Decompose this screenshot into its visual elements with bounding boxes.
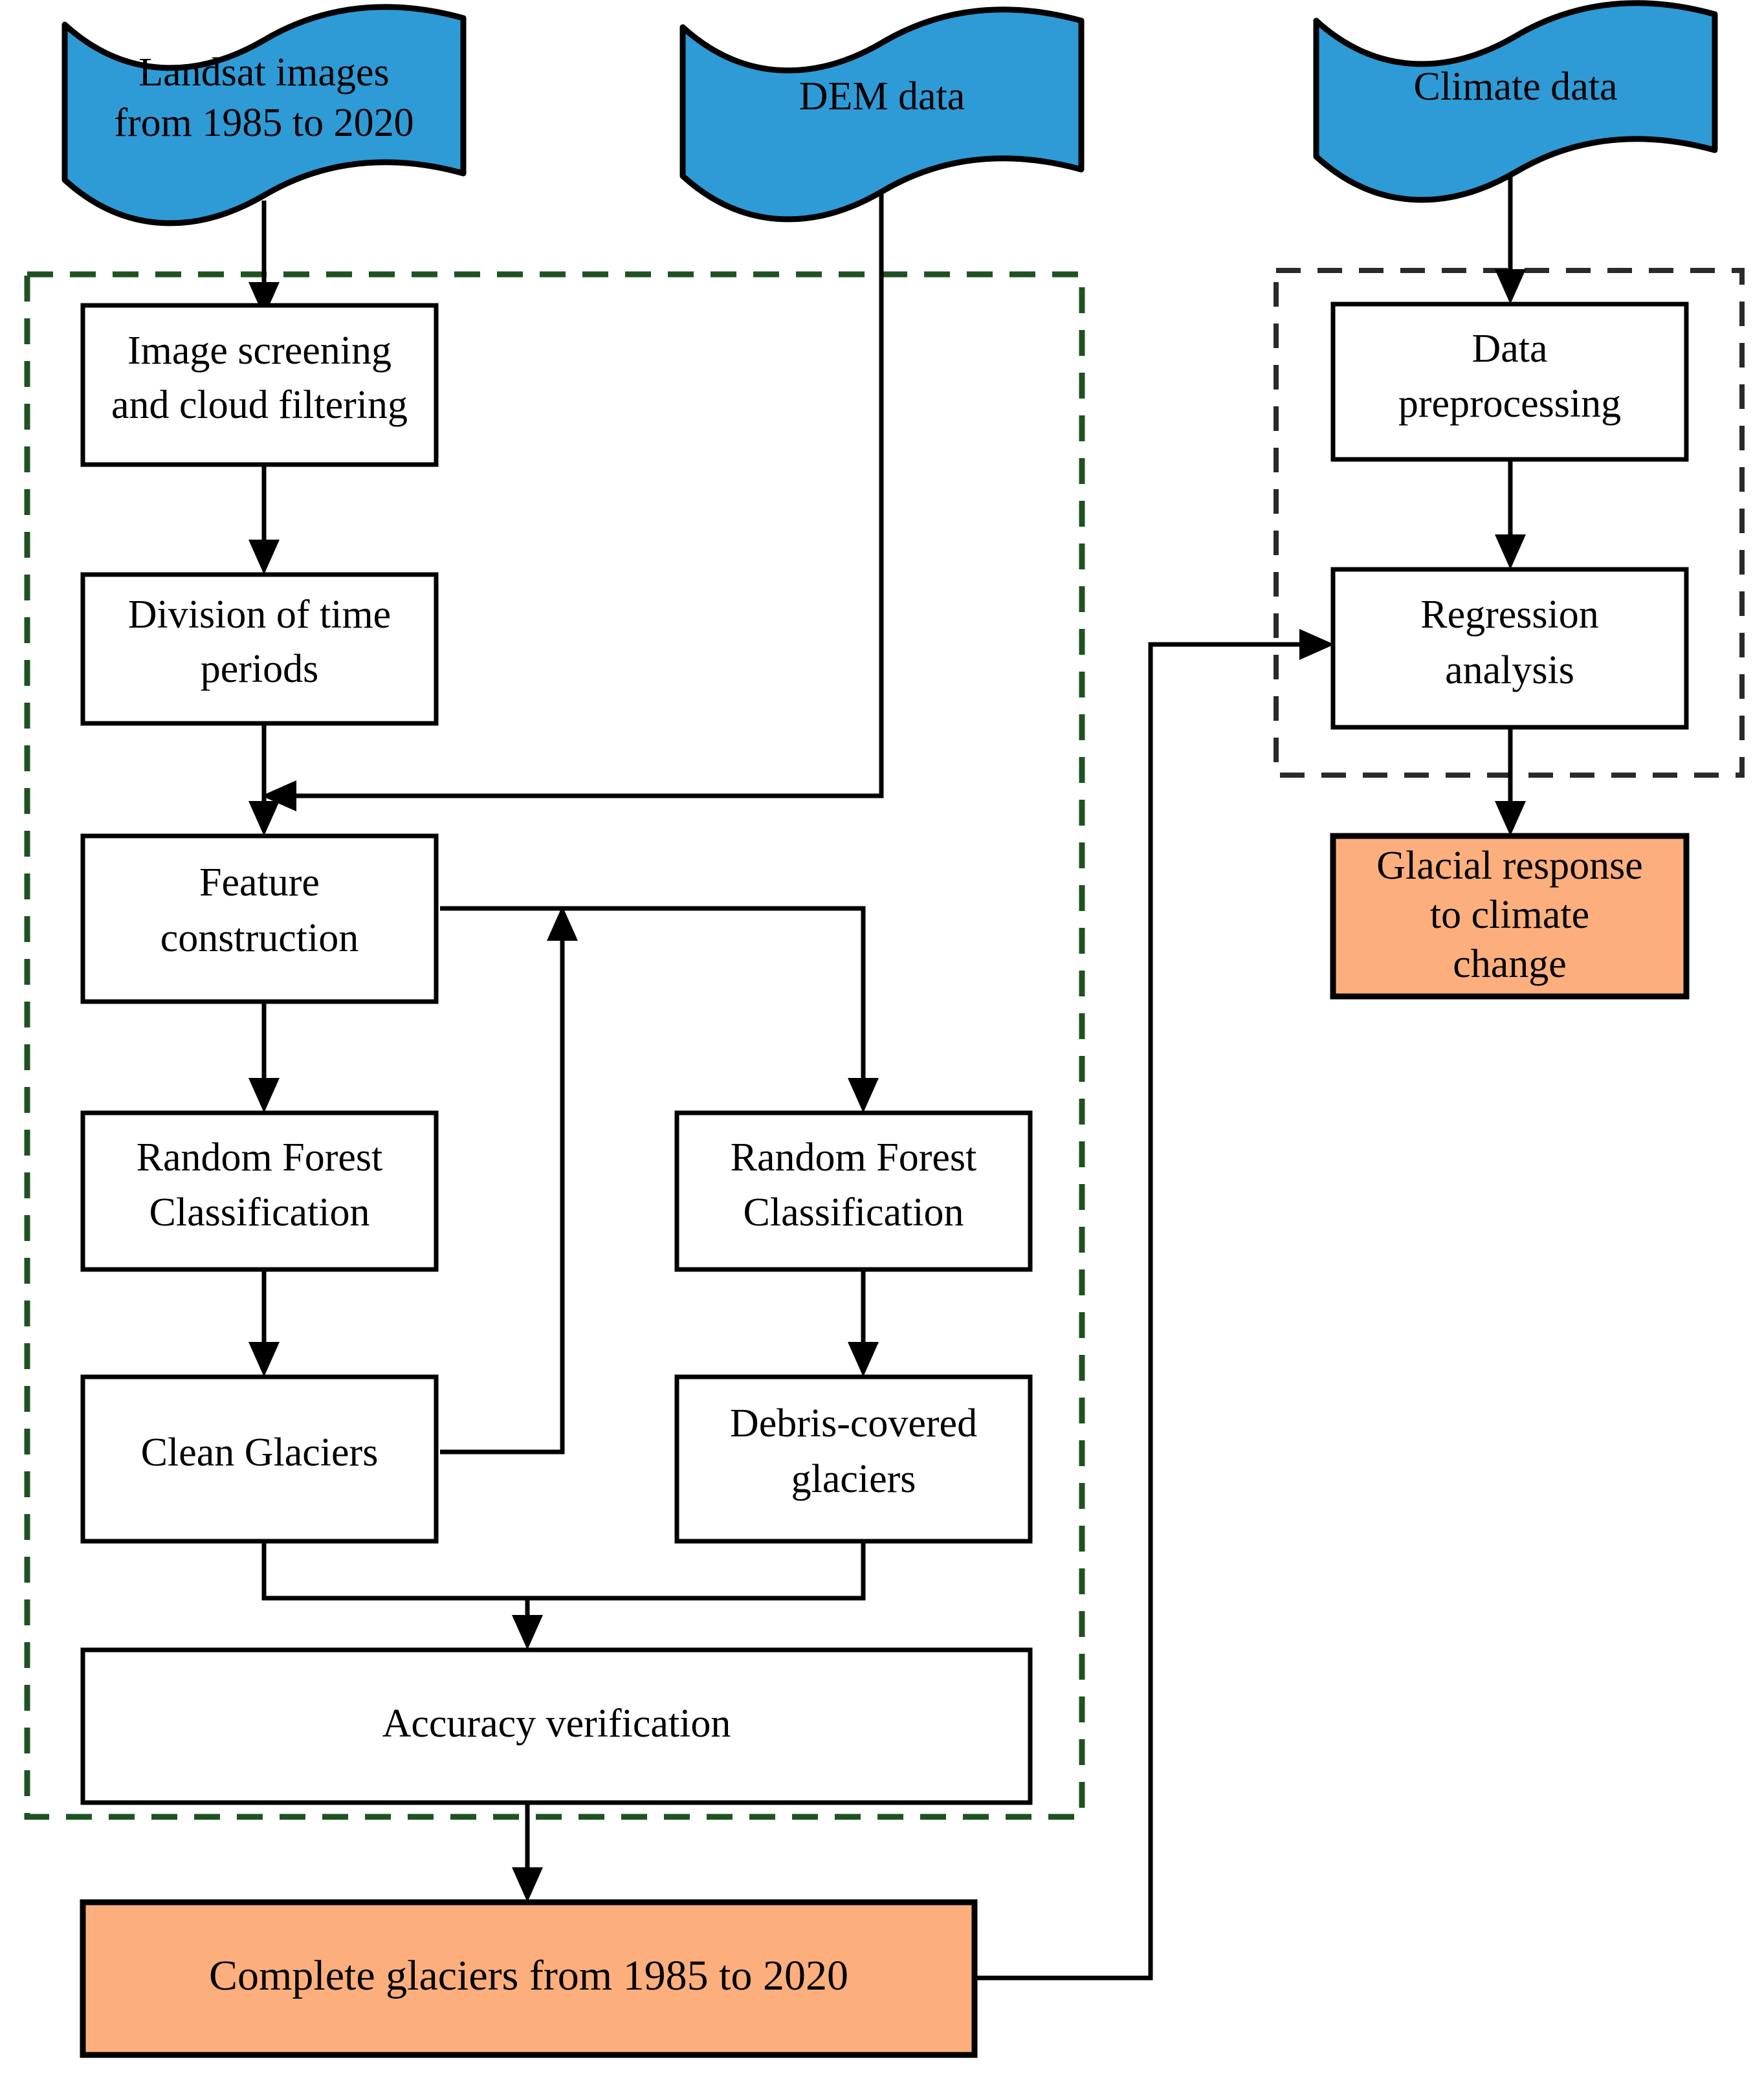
- process-rf-debris-line2: Classification: [744, 1191, 964, 1235]
- edge-landsat-to-screening: [248, 201, 280, 317]
- edge-clean-to-accuracy: [261, 1541, 527, 1601]
- process-time-periods-line2: periods: [201, 647, 319, 691]
- edge-rf-clean-to-clean: [248, 1269, 280, 1377]
- edge-preprocess-to-regression: [1495, 459, 1526, 569]
- process-box-division-of-time-periods[interactable]: Division of time periods: [80, 572, 439, 726]
- banner-climate-line1: Climate data: [1413, 65, 1617, 109]
- edge-rf-debris-to-debris: [848, 1269, 879, 1377]
- process-box-accuracy-verification[interactable]: Accuracy verification: [80, 1647, 1033, 1805]
- process-feature-construction-line1: Feature: [199, 861, 320, 905]
- edge-regression-to-glacial-response: [1495, 727, 1526, 836]
- process-image-screening-line1: Image screening: [127, 329, 391, 373]
- process-accuracy-verification-line1: Accuracy verification: [382, 1702, 731, 1746]
- edge-accuracy-to-complete-glaciers: [512, 1803, 543, 1902]
- banner-dem-line1: DEM data: [799, 74, 965, 118]
- edge-screening-to-periods: [248, 465, 280, 575]
- process-box-feature-construction[interactable]: Feature construction: [80, 833, 439, 1004]
- process-box-regression-analysis[interactable]: Regression analysis: [1330, 567, 1689, 730]
- process-data-preprocessing-line2: preprocessing: [1398, 382, 1621, 426]
- process-data-preprocessing-line1: Data: [1472, 327, 1547, 371]
- process-time-periods-line1: Division of time: [128, 593, 391, 637]
- edge-debris-to-accuracy: [527, 1541, 866, 1601]
- process-image-screening-line2: and cloud filtering: [111, 383, 408, 427]
- result-box-complete-glaciers[interactable]: Complete glaciers from 1985 to 2020: [80, 1899, 978, 2058]
- process-debris-glaciers-line1: Debris-covered: [730, 1401, 977, 1445]
- result-complete-glaciers-line1: Complete glaciers from 1985 to 2020: [209, 1952, 848, 1999]
- edge-features-to-rf-clean: [248, 1002, 280, 1113]
- glacier-mapping-group-boundary: [24, 271, 1085, 1820]
- process-clean-glaciers-line1: Clean Glaciers: [141, 1431, 379, 1475]
- process-box-random-forest-clean[interactable]: Random Forest Classification: [80, 1110, 439, 1272]
- result-glacial-response-line2: to climate: [1430, 893, 1589, 937]
- process-rf-clean-line2: Classification: [149, 1191, 370, 1235]
- edge-periods-to-features: [248, 723, 280, 836]
- process-regression-analysis-line1: Regression: [1420, 593, 1599, 637]
- process-box-clean-glaciers[interactable]: Clean Glaciers: [80, 1374, 439, 1544]
- banner-landsat-line2: from 1985 to 2020: [114, 101, 413, 145]
- edge-climate-to-preprocess: [1495, 175, 1526, 304]
- edge-clean-to-features-feedback: [440, 906, 578, 1455]
- process-box-random-forest-debris[interactable]: Random Forest Classification: [674, 1110, 1033, 1272]
- input-banner-climate[interactable]: Climate data: [1313, 0, 1718, 203]
- input-banner-dem[interactable]: DEM data: [679, 6, 1085, 223]
- result-glacial-response-line1: Glacial response: [1376, 844, 1642, 888]
- process-box-image-screening[interactable]: Image screening and cloud filtering: [80, 303, 439, 467]
- process-box-debris-covered-glaciers[interactable]: Debris-covered glaciers: [674, 1374, 1033, 1544]
- result-box-glacial-response[interactable]: Glacial response to climate change: [1330, 833, 1690, 1000]
- edge-dem-to-features: [261, 194, 884, 811]
- process-regression-analysis-line2: analysis: [1445, 648, 1574, 692]
- edge-complete-glaciers-to-regression: [975, 629, 1334, 1981]
- banner-landsat-line1: Landsat images: [138, 50, 389, 94]
- process-rf-clean-line1: Random Forest: [137, 1136, 383, 1180]
- process-rf-debris-line1: Random Forest: [731, 1136, 977, 1180]
- input-banner-landsat[interactable]: Landsat images from 1985 to 2020: [61, 4, 467, 226]
- process-debris-glaciers-line2: glaciers: [791, 1457, 916, 1501]
- edge-bus-to-accuracy: [512, 1598, 543, 1650]
- process-feature-construction-line2: construction: [160, 916, 359, 960]
- result-glacial-response-line3: change: [1453, 942, 1567, 986]
- process-box-data-preprocessing[interactable]: Data preprocessing: [1330, 302, 1689, 462]
- edge-features-to-rf-debris: [440, 906, 879, 1113]
